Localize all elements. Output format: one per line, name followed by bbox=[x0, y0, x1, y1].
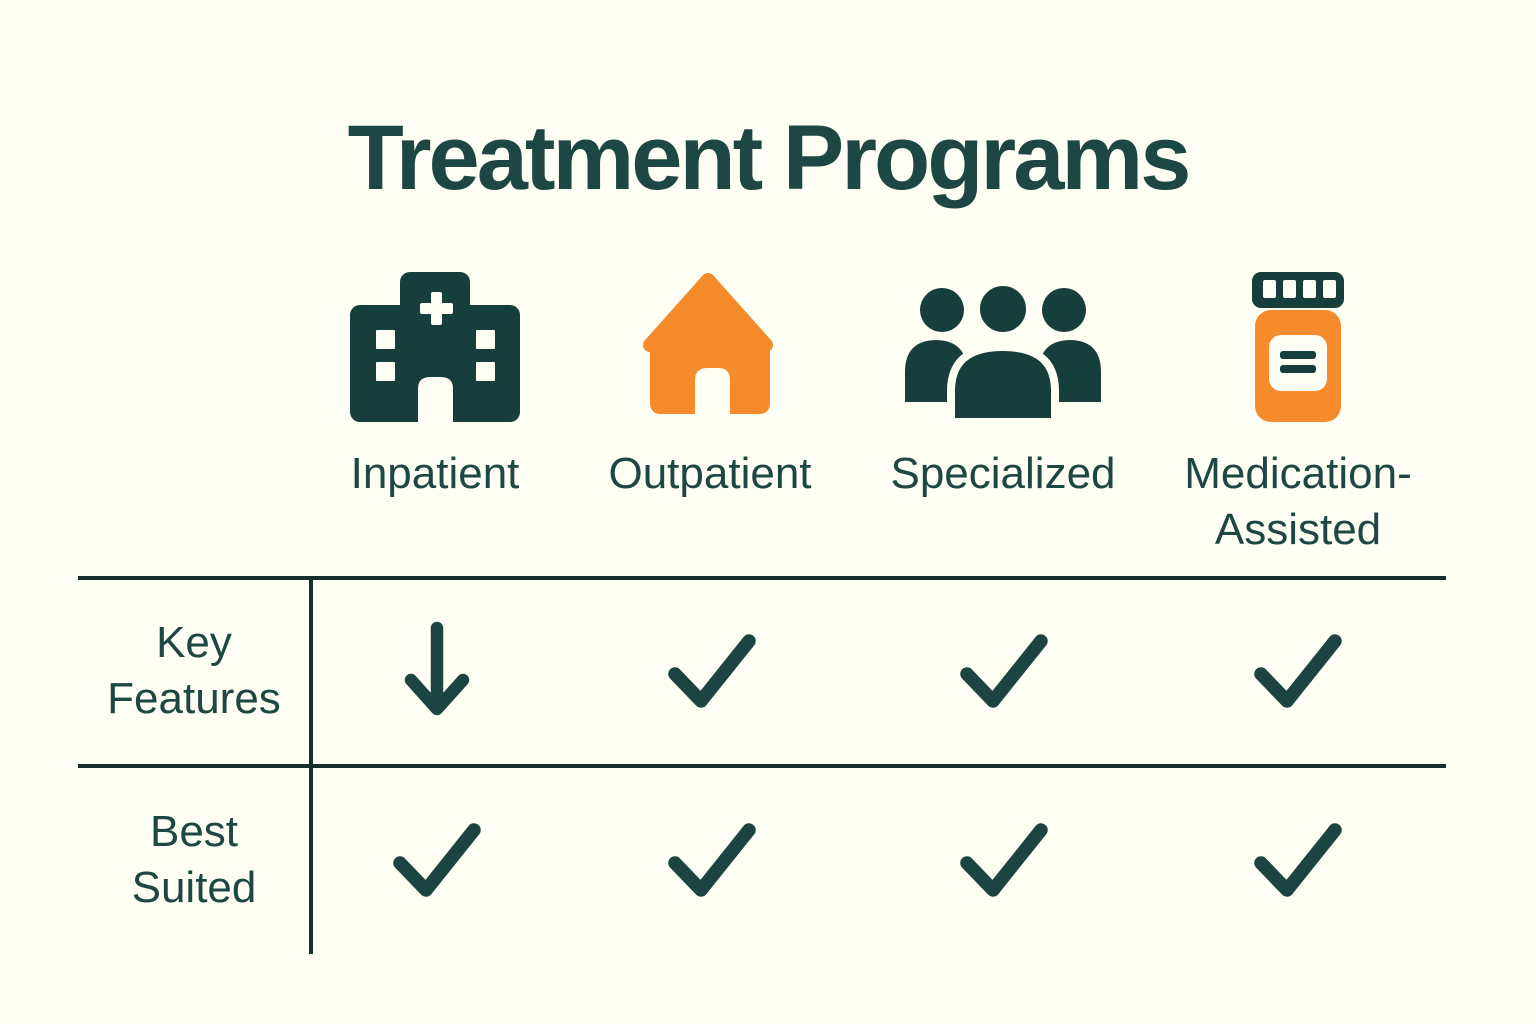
program-column-inpatient: Inpatient bbox=[295, 262, 575, 502]
column-label-outpatient: Outpatient bbox=[608, 449, 812, 498]
cell-key-features-outpatient bbox=[668, 632, 756, 710]
cell-key-features-medication-assisted bbox=[1254, 632, 1342, 710]
check-icon bbox=[668, 634, 756, 708]
people-group-icon bbox=[903, 262, 1103, 422]
house-icon bbox=[635, 262, 785, 422]
cell-best-suited-inpatient bbox=[393, 821, 481, 899]
check-icon bbox=[960, 634, 1048, 708]
cell-key-features-specialized bbox=[960, 632, 1048, 710]
table-row-divider bbox=[78, 764, 1446, 768]
check-icon bbox=[1254, 634, 1342, 708]
cell-key-features-inpatient bbox=[401, 621, 473, 721]
program-column-medication-assisted: Medication- Assisted bbox=[1158, 262, 1438, 558]
page-title: Treatment Programs bbox=[347, 107, 1192, 209]
table-border-top bbox=[78, 576, 1446, 580]
column-label-specialized: Specialized bbox=[890, 449, 1116, 498]
table-column-divider bbox=[309, 576, 313, 954]
row-header-key-features: Key Features bbox=[107, 618, 281, 723]
check-icon bbox=[1254, 823, 1342, 897]
row-header-best-suited: Best Suited bbox=[131, 807, 257, 912]
cell-best-suited-medication-assisted bbox=[1254, 821, 1342, 899]
check-icon bbox=[668, 823, 756, 897]
cell-best-suited-specialized bbox=[960, 821, 1048, 899]
cell-best-suited-outpatient bbox=[668, 821, 756, 899]
program-column-specialized: Specialized bbox=[863, 262, 1143, 502]
program-column-outpatient: Outpatient bbox=[570, 262, 850, 502]
check-icon bbox=[960, 823, 1048, 897]
hospital-icon bbox=[350, 262, 520, 422]
column-label-medication-assisted: Medication- Assisted bbox=[1184, 449, 1412, 554]
column-label-inpatient: Inpatient bbox=[350, 449, 520, 498]
medicine-bottle-icon bbox=[1252, 262, 1344, 422]
down-arrow-icon bbox=[404, 621, 470, 716]
check-icon bbox=[393, 823, 481, 897]
